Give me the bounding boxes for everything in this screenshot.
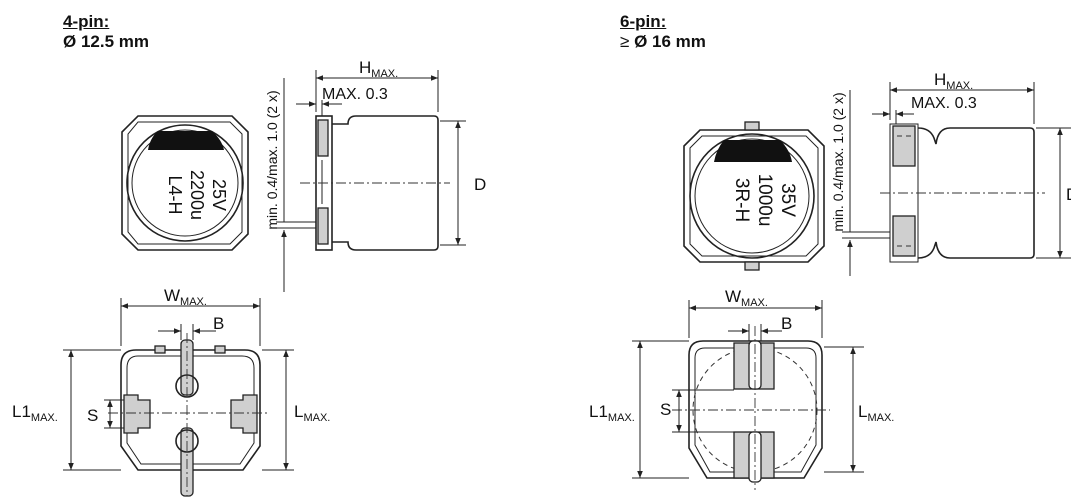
left-marking-2: 2200u — [187, 170, 207, 220]
left-tab-1 — [154, 345, 166, 354]
left-tab-2 — [214, 345, 226, 354]
right-h-label: HMAX. — [934, 70, 973, 92]
right-marking-1: 35V — [777, 183, 798, 217]
left-can-outer — [126, 124, 244, 242]
left-subtitle: Ø 12.5 mm — [63, 32, 149, 51]
right-top-view: 35V 1000u 3R-H — [683, 121, 825, 271]
right-d-label: D — [1066, 185, 1071, 204]
left-side-view: HMAX. MAX. 0.3 D min. 0.4/max. 1.0 (2 x) — [264, 58, 486, 292]
right-subtitle-symbol: ≥ — [620, 32, 630, 51]
right-marking-3: 3R-H — [731, 178, 752, 222]
left-base-inner — [127, 121, 243, 245]
left-base-outline — [121, 115, 249, 251]
left-d-label: D — [474, 175, 486, 194]
left-pad-right — [230, 394, 258, 434]
left-marking-1: 25V — [209, 179, 229, 211]
right-can-inner — [694, 138, 810, 254]
left-max03-label: MAX. 0.3 — [322, 86, 388, 103]
left-terminal-bottom — [317, 207, 329, 245]
right-header: 6-pin: ≥ Ø 16 mm — [620, 12, 706, 52]
left-s-label: S — [87, 406, 98, 425]
right-s-label: S — [660, 400, 671, 419]
right-terminal-bottom — [892, 215, 916, 257]
left-footprint-outline — [120, 349, 261, 471]
right-base-outline — [683, 129, 825, 263]
right-l-label: LMAX. — [858, 402, 894, 424]
right-footprint-inner — [694, 347, 817, 473]
left-can-inner — [131, 129, 239, 237]
left-marking-3: L4-H — [165, 175, 185, 214]
left-pad-left — [123, 394, 151, 434]
left-can-body — [332, 115, 439, 251]
right-l1-label: L1MAX. — [589, 402, 635, 424]
right-can-outer — [689, 133, 815, 259]
right-bottom-view: WMAX. B S L1MAX. LMAX. — [589, 287, 894, 490]
right-terminal-top — [892, 125, 916, 167]
right-w-label: WMAX. — [725, 287, 768, 309]
left-vdim-label: min. 0.4/max. 1.0 (2 x) — [264, 90, 280, 229]
right-title: 6-pin: — [620, 12, 667, 31]
left-bottom-view: WMAX. B S L1MAX. LMAX. — [12, 286, 330, 497]
left-b-label: B — [213, 314, 224, 333]
left-footprint-inner — [126, 355, 255, 465]
left-top-view: 25V 2200u L4-H — [121, 115, 249, 251]
right-subtitle: Ø 16 mm — [634, 32, 706, 51]
left-h-label: HMAX. — [359, 58, 398, 80]
right-vdim-label: min. 0.4/max. 1.0 (2 x) — [830, 92, 846, 231]
left-polarity-bar — [148, 131, 224, 150]
right-top-tab — [744, 121, 760, 131]
left-l1-label: L1MAX. — [12, 402, 58, 424]
left-header: 4-pin: Ø 12.5 mm — [63, 12, 149, 52]
right-bottom-tab — [744, 261, 760, 271]
right-footprint-outline — [688, 340, 823, 479]
right-marking-2: 1000u — [754, 174, 775, 227]
right-max03-label: MAX. 0.3 — [911, 95, 977, 112]
right-b-label: B — [781, 314, 792, 333]
right-base-inner — [689, 135, 819, 257]
right-subtitle-row: ≥ Ø 16 mm — [620, 32, 706, 52]
left-pin-top — [180, 339, 194, 396]
left-title: 4-pin: — [63, 12, 110, 31]
left-l-label: LMAX. — [294, 402, 330, 424]
left-terminal-top — [317, 119, 329, 157]
right-polarity-bar — [714, 140, 792, 162]
right-side-view: HMAX. MAX. 0.3 D min. 0.4/max. 1.0 (2 x) — [830, 70, 1071, 276]
left-w-label: WMAX. — [164, 286, 207, 308]
